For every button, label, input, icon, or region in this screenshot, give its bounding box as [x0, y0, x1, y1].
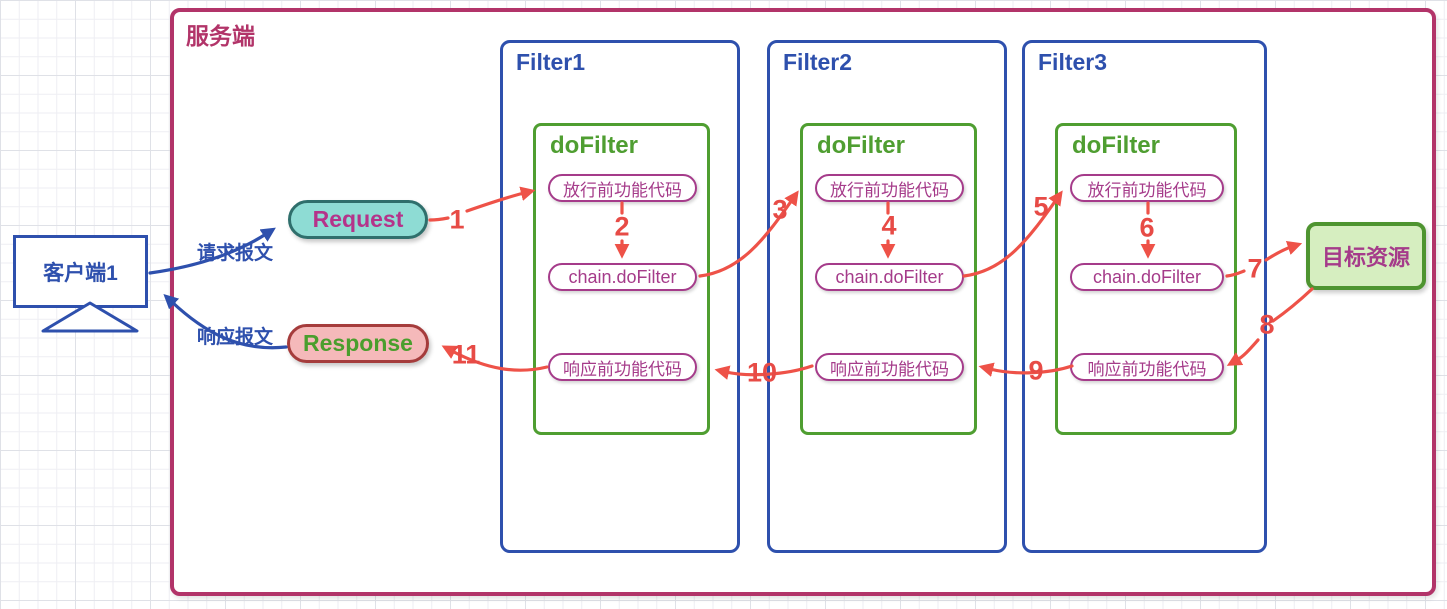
filter2-pre-pill: 放行前功能代码: [815, 174, 964, 202]
client-box: 客户端1: [13, 235, 148, 308]
flow-number-5: 5: [1033, 191, 1049, 222]
flow-number-8: 8: [1259, 309, 1275, 340]
filter2-dofilter-box: doFilter 放行前功能代码 chain.doFilter 响应前功能代码: [800, 123, 977, 435]
request-pill: Request: [288, 200, 428, 239]
monitor-stand-icon: [41, 301, 139, 333]
flow-number-4: 4: [881, 210, 897, 241]
target-resource-box: 目标资源: [1306, 222, 1426, 290]
response-pill-label: Response: [303, 330, 413, 356]
filter2-post-pill: 响应前功能代码: [815, 353, 964, 381]
filter3-chain-pill: chain.doFilter: [1070, 263, 1224, 291]
filter1-dofilter-label: doFilter: [550, 132, 638, 159]
filter2-dofilter-label: doFilter: [817, 132, 905, 159]
filter1-label: Filter1: [516, 49, 586, 75]
filter2-chain-pill: chain.doFilter: [815, 263, 964, 291]
filter3-box: Filter3 doFilter 放行前功能代码 chain.doFilter …: [1022, 40, 1267, 553]
client-label: 客户端1: [43, 261, 118, 285]
response-message-label: 响应报文: [197, 327, 274, 348]
filter2-box: Filter2 doFilter 放行前功能代码 chain.doFilter …: [767, 40, 1007, 553]
flow-number-10: 10: [746, 357, 778, 388]
flow-number-7: 7: [1247, 253, 1263, 284]
filter3-dofilter-label: doFilter: [1072, 132, 1160, 159]
filter1-chain-pill: chain.doFilter: [548, 263, 697, 291]
filter1-post-pill: 响应前功能代码: [548, 353, 697, 381]
filter3-label: Filter3: [1038, 49, 1108, 75]
filter3-dofilter-box: doFilter 放行前功能代码 chain.doFilter 响应前功能代码: [1055, 123, 1237, 435]
flow-number-9: 9: [1028, 355, 1044, 386]
server-container: 服务端: [170, 8, 1436, 596]
filter1-dofilter-box: doFilter 放行前功能代码 chain.doFilter 响应前功能代码: [533, 123, 710, 435]
filter2-label: Filter2: [783, 49, 853, 75]
request-message-label: 请求报文: [197, 243, 274, 264]
request-pill-label: Request: [312, 206, 404, 232]
flow-number-6: 6: [1139, 212, 1155, 243]
flow-number-2: 2: [614, 211, 630, 242]
filter1-pre-pill: 放行前功能代码: [548, 174, 697, 202]
server-label: 服务端: [186, 23, 255, 49]
flow-number-11: 11: [451, 339, 481, 370]
target-resource-label: 目标资源: [1321, 245, 1410, 270]
response-pill: Response: [287, 324, 429, 363]
filter3-pre-pill: 放行前功能代码: [1070, 174, 1224, 202]
filter3-post-pill: 响应前功能代码: [1070, 353, 1224, 381]
filter1-box: Filter1 doFilter 放行前功能代码 chain.doFilter …: [500, 40, 740, 553]
flow-number-3: 3: [772, 194, 788, 225]
flow-number-1: 1: [449, 204, 465, 235]
